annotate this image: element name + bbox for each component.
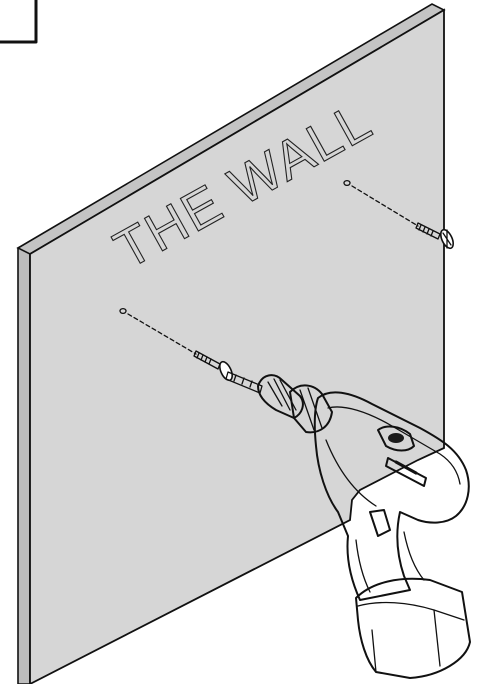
drill-trigger xyxy=(369,509,391,537)
drill-icon xyxy=(225,371,471,679)
drill-body xyxy=(313,391,470,601)
drill-chuck xyxy=(257,374,333,434)
bracket-corner-icon xyxy=(0,0,38,44)
drill-battery xyxy=(355,577,471,679)
wall-panel: THE WALL xyxy=(16,3,446,684)
drill-hole-icon xyxy=(343,179,351,187)
drill-hole-icon xyxy=(119,307,127,315)
wall-left-edge xyxy=(17,240,31,684)
drill-switch xyxy=(377,425,415,452)
lower-fastener xyxy=(119,307,233,382)
upper-fastener xyxy=(343,179,454,250)
screw-icon xyxy=(193,350,233,382)
screw-icon xyxy=(415,222,454,250)
